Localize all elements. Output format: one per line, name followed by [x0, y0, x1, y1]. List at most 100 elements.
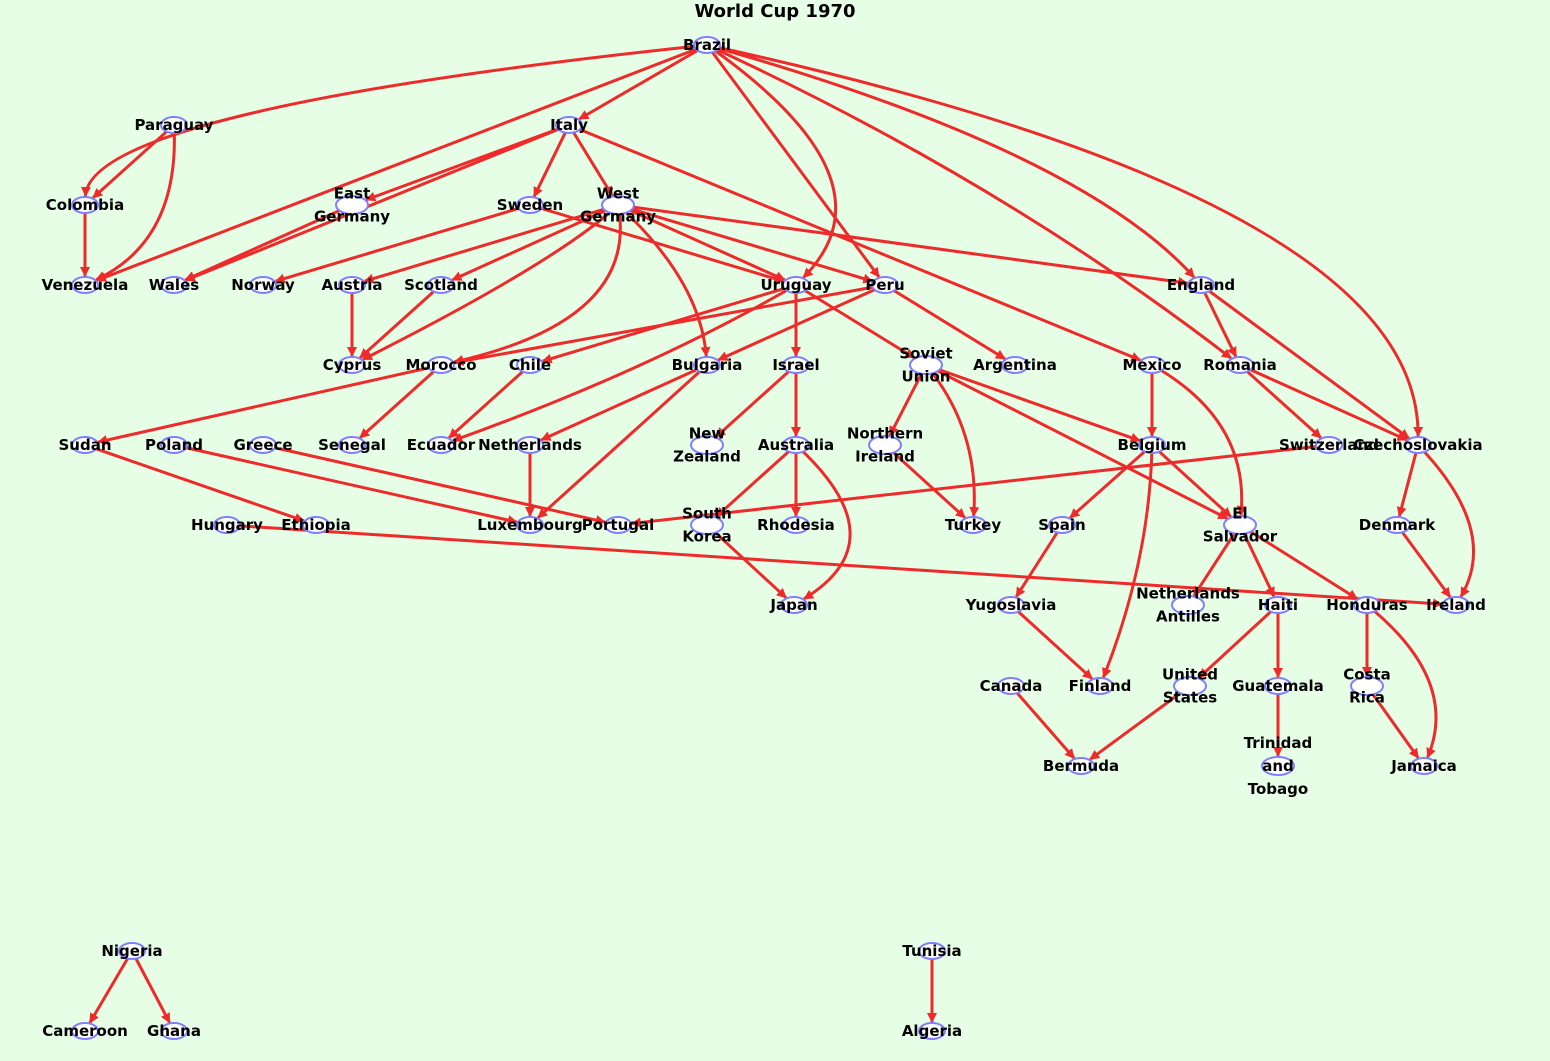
node-marker[interactable]	[302, 516, 330, 534]
node-nigeria[interactable]: Nigeria	[101, 942, 163, 960]
node-sudan[interactable]: Sudan	[58, 436, 112, 454]
node-mexico[interactable]: Mexico	[1122, 356, 1182, 374]
node-bermuda[interactable]: Bermuda	[1043, 757, 1119, 775]
node-australia[interactable]: Australia	[758, 436, 834, 454]
node-marker[interactable]	[1086, 677, 1114, 695]
node-chile[interactable]: Chile	[509, 356, 551, 374]
node-marker[interactable]	[868, 435, 902, 455]
node-tunisia[interactable]: Tunisia	[902, 942, 962, 960]
node-jamaica[interactable]: Jamaica	[1390, 757, 1457, 775]
node-marker[interactable]	[71, 436, 99, 454]
node-marker[interactable]	[118, 942, 146, 960]
node-cameroon[interactable]: Cameroon	[42, 1022, 128, 1040]
node-colombia[interactable]: Colombia	[46, 196, 124, 214]
node-denmark[interactable]: Denmark	[1359, 516, 1436, 534]
node-senegal[interactable]: Senegal	[318, 436, 386, 454]
node-yugoslavia[interactable]: Yugoslavia	[965, 596, 1057, 614]
node-marker[interactable]	[1226, 356, 1254, 374]
node-marker[interactable]	[160, 436, 188, 454]
node-israel[interactable]: Israel	[772, 356, 820, 374]
node-marker[interactable]	[71, 196, 99, 214]
node-marker[interactable]	[1410, 757, 1438, 775]
node-marker[interactable]	[1353, 596, 1381, 614]
node-guatemala[interactable]: Guatemala	[1232, 677, 1324, 695]
node-marker[interactable]	[1223, 515, 1257, 535]
node-marker[interactable]	[249, 436, 277, 454]
node-belgium[interactable]: Belgium	[1118, 436, 1187, 454]
node-marker[interactable]	[1350, 676, 1384, 696]
node-ethiopia[interactable]: Ethiopia	[281, 516, 351, 534]
node-marker[interactable]	[693, 36, 721, 54]
node-argentina[interactable]: Argentina	[973, 356, 1057, 374]
node-ecuador[interactable]: Ecuador	[407, 436, 476, 454]
node-marker[interactable]	[1315, 436, 1343, 454]
node-marker[interactable]	[959, 516, 987, 534]
node-marker[interactable]	[338, 436, 366, 454]
node-scotland[interactable]: Scotland	[404, 276, 478, 294]
node-marker[interactable]	[516, 516, 544, 534]
node-italy[interactable]: Italy	[550, 116, 588, 134]
node-marker[interactable]	[1264, 677, 1292, 695]
node-marker[interactable]	[160, 276, 188, 294]
node-marker[interactable]	[782, 516, 810, 534]
node-japan[interactable]: Japan	[769, 596, 818, 614]
node-sweden[interactable]: Sweden	[497, 196, 563, 214]
node-marker[interactable]	[1173, 676, 1207, 696]
node-marker[interactable]	[871, 276, 899, 294]
node-marker[interactable]	[693, 356, 721, 374]
node-portugal[interactable]: Portugal	[582, 516, 655, 534]
node-austria[interactable]: Austria	[321, 276, 383, 294]
node-marker[interactable]	[516, 196, 544, 214]
node-brazil[interactable]: Brazil	[683, 36, 731, 54]
node-marker[interactable]	[1264, 596, 1292, 614]
node-marker[interactable]	[780, 596, 808, 614]
node-marker[interactable]	[555, 116, 583, 134]
node-haiti[interactable]: Haiti	[1258, 596, 1298, 614]
node-wales[interactable]: Wales	[149, 276, 199, 294]
node-marker[interactable]	[427, 356, 455, 374]
node-marker[interactable]	[782, 356, 810, 374]
node-peru[interactable]: Peru	[865, 276, 905, 294]
node-marker[interactable]	[71, 276, 99, 294]
node-marker[interactable]	[1442, 596, 1470, 614]
node-netherlands[interactable]: Netherlands	[478, 436, 582, 454]
node-romania[interactable]: Romania	[1203, 356, 1277, 374]
node-marker[interactable]	[1138, 356, 1166, 374]
node-marker[interactable]	[997, 677, 1025, 695]
node-marker[interactable]	[1404, 436, 1432, 454]
node-finland[interactable]: Finland	[1069, 677, 1132, 695]
node-algeria[interactable]: Algeria	[902, 1022, 962, 1040]
node-poland[interactable]: Poland	[145, 436, 203, 454]
node-venezuela[interactable]: Venezuela	[42, 276, 129, 294]
node-marker[interactable]	[427, 276, 455, 294]
node-ghana[interactable]: Ghana	[147, 1022, 201, 1040]
node-marker[interactable]	[690, 435, 724, 455]
node-marker[interactable]	[249, 276, 277, 294]
node-marker[interactable]	[918, 942, 946, 960]
node-marker[interactable]	[160, 1022, 188, 1040]
node-marker[interactable]	[782, 436, 810, 454]
node-morocco[interactable]: Morocco	[405, 356, 477, 374]
node-marker[interactable]	[1067, 757, 1095, 775]
node-marker[interactable]	[782, 276, 810, 294]
node-czechoslovakia[interactable]: Czechoslovakia	[1353, 436, 1483, 454]
node-marker[interactable]	[1383, 516, 1411, 534]
node-hungary[interactable]: Hungary	[191, 516, 263, 534]
node-marker[interactable]	[1048, 516, 1076, 534]
node-marker[interactable]	[335, 195, 369, 215]
node-luxembourg[interactable]: Luxembourg	[477, 516, 583, 534]
node-bulgaria[interactable]: Bulgaria	[672, 356, 743, 374]
node-cyprus[interactable]: Cyprus	[323, 356, 382, 374]
node-marker[interactable]	[213, 516, 241, 534]
node-marker[interactable]	[918, 1022, 946, 1040]
node-marker[interactable]	[338, 356, 366, 374]
